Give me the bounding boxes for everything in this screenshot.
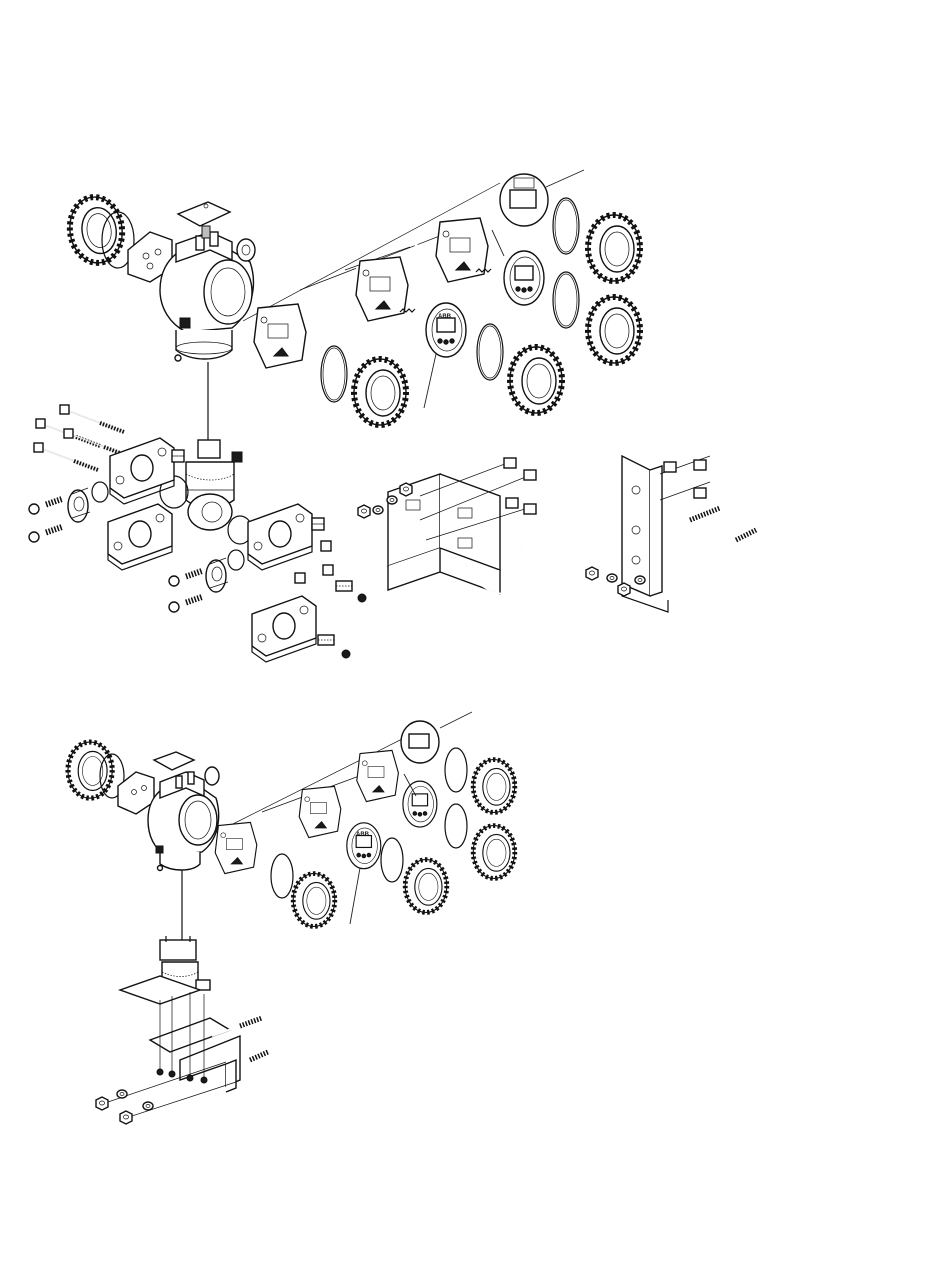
mounting-bracket-pipe (622, 456, 766, 612)
logo-text-upper-display: ABB (438, 314, 452, 320)
logo-text-lower-display: ABB (356, 832, 370, 838)
sensor-body-upper (186, 440, 242, 530)
mounting-bracket-center (388, 458, 536, 594)
lower-assembly: ABB (68, 712, 515, 1124)
upper-assembly: ABB (29, 170, 766, 662)
